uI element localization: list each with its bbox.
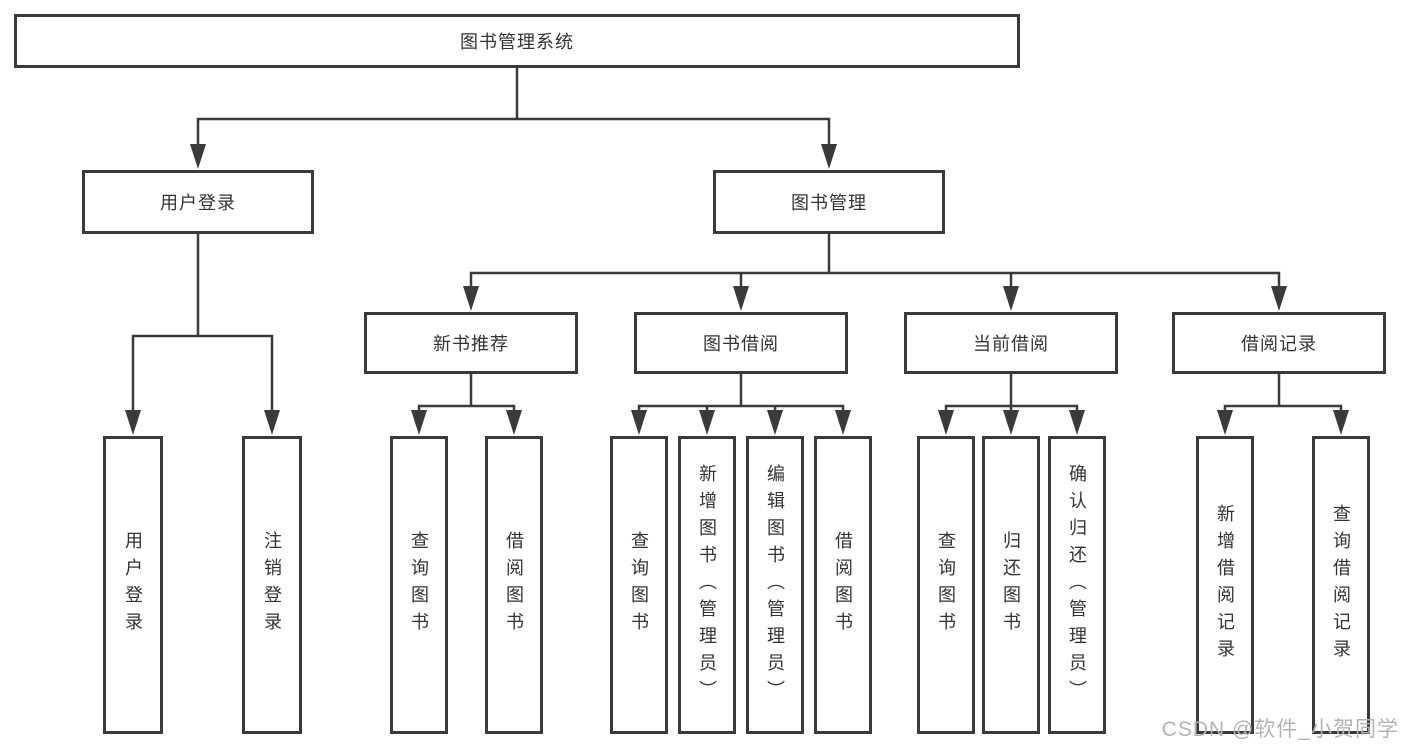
- leaf-add-book-admin-label: 新增图书（管理员）: [697, 463, 717, 707]
- leaf-query-books-3: 查询图书: [917, 436, 975, 734]
- node-new-book-recommend-label: 新书推荐: [433, 334, 509, 354]
- node-borrow-records-label: 借阅记录: [1241, 334, 1317, 354]
- node-new-book-recommend: 新书推荐: [364, 312, 578, 374]
- leaf-edit-book-admin-label: 编辑图书（管理员）: [765, 463, 785, 707]
- leaf-logout-label: 注销登录: [262, 531, 282, 639]
- leaf-borrow-books-2-label: 借阅图书: [833, 531, 853, 639]
- leaf-query-borrow-record: 查询借阅记录: [1312, 436, 1370, 734]
- node-book-borrow-label: 图书借阅: [703, 334, 779, 354]
- leaf-add-book-admin: 新增图书（管理员）: [678, 436, 736, 734]
- leaf-confirm-return-admin: 确认归还（管理员）: [1048, 436, 1106, 734]
- leaf-query-books-2-label: 查询图书: [629, 531, 649, 639]
- node-current-borrow: 当前借阅: [904, 312, 1118, 374]
- leaf-confirm-return-admin-label: 确认归还（管理员）: [1067, 463, 1087, 707]
- watermark-text: CSDN @软件_小贺同学: [1161, 718, 1399, 741]
- leaf-add-borrow-record-label: 新增借阅记录: [1215, 504, 1235, 666]
- leaf-borrow-books-label: 借阅图书: [504, 531, 524, 639]
- leaf-return-book-label: 归还图书: [1001, 531, 1021, 639]
- leaf-query-borrow-record-label: 查询借阅记录: [1331, 504, 1351, 666]
- leaf-query-books-label: 查询图书: [409, 531, 429, 639]
- leaf-borrow-books-2: 借阅图书: [814, 436, 872, 734]
- node-book-management-label: 图书管理: [791, 193, 867, 213]
- node-book-borrow: 图书借阅: [634, 312, 848, 374]
- node-library-system-label: 图书管理系统: [460, 32, 574, 52]
- leaf-borrow-books: 借阅图书: [485, 436, 543, 734]
- leaf-query-books-2: 查询图书: [610, 436, 668, 734]
- leaf-user-login: 用户登录: [103, 436, 163, 734]
- node-current-borrow-label: 当前借阅: [973, 334, 1049, 354]
- node-book-management: 图书管理: [713, 170, 945, 234]
- leaf-logout: 注销登录: [242, 436, 302, 734]
- node-borrow-records: 借阅记录: [1172, 312, 1386, 374]
- leaf-query-books-3-label: 查询图书: [936, 531, 956, 639]
- leaf-query-books: 查询图书: [390, 436, 448, 734]
- leaf-user-login-label: 用户登录: [123, 531, 143, 639]
- leaf-edit-book-admin: 编辑图书（管理员）: [746, 436, 804, 734]
- node-user-login: 用户登录: [82, 170, 314, 234]
- node-library-system: 图书管理系统: [14, 14, 1020, 68]
- node-user-login-label: 用户登录: [160, 193, 236, 213]
- leaf-add-borrow-record: 新增借阅记录: [1196, 436, 1254, 734]
- leaf-return-book: 归还图书: [982, 436, 1040, 734]
